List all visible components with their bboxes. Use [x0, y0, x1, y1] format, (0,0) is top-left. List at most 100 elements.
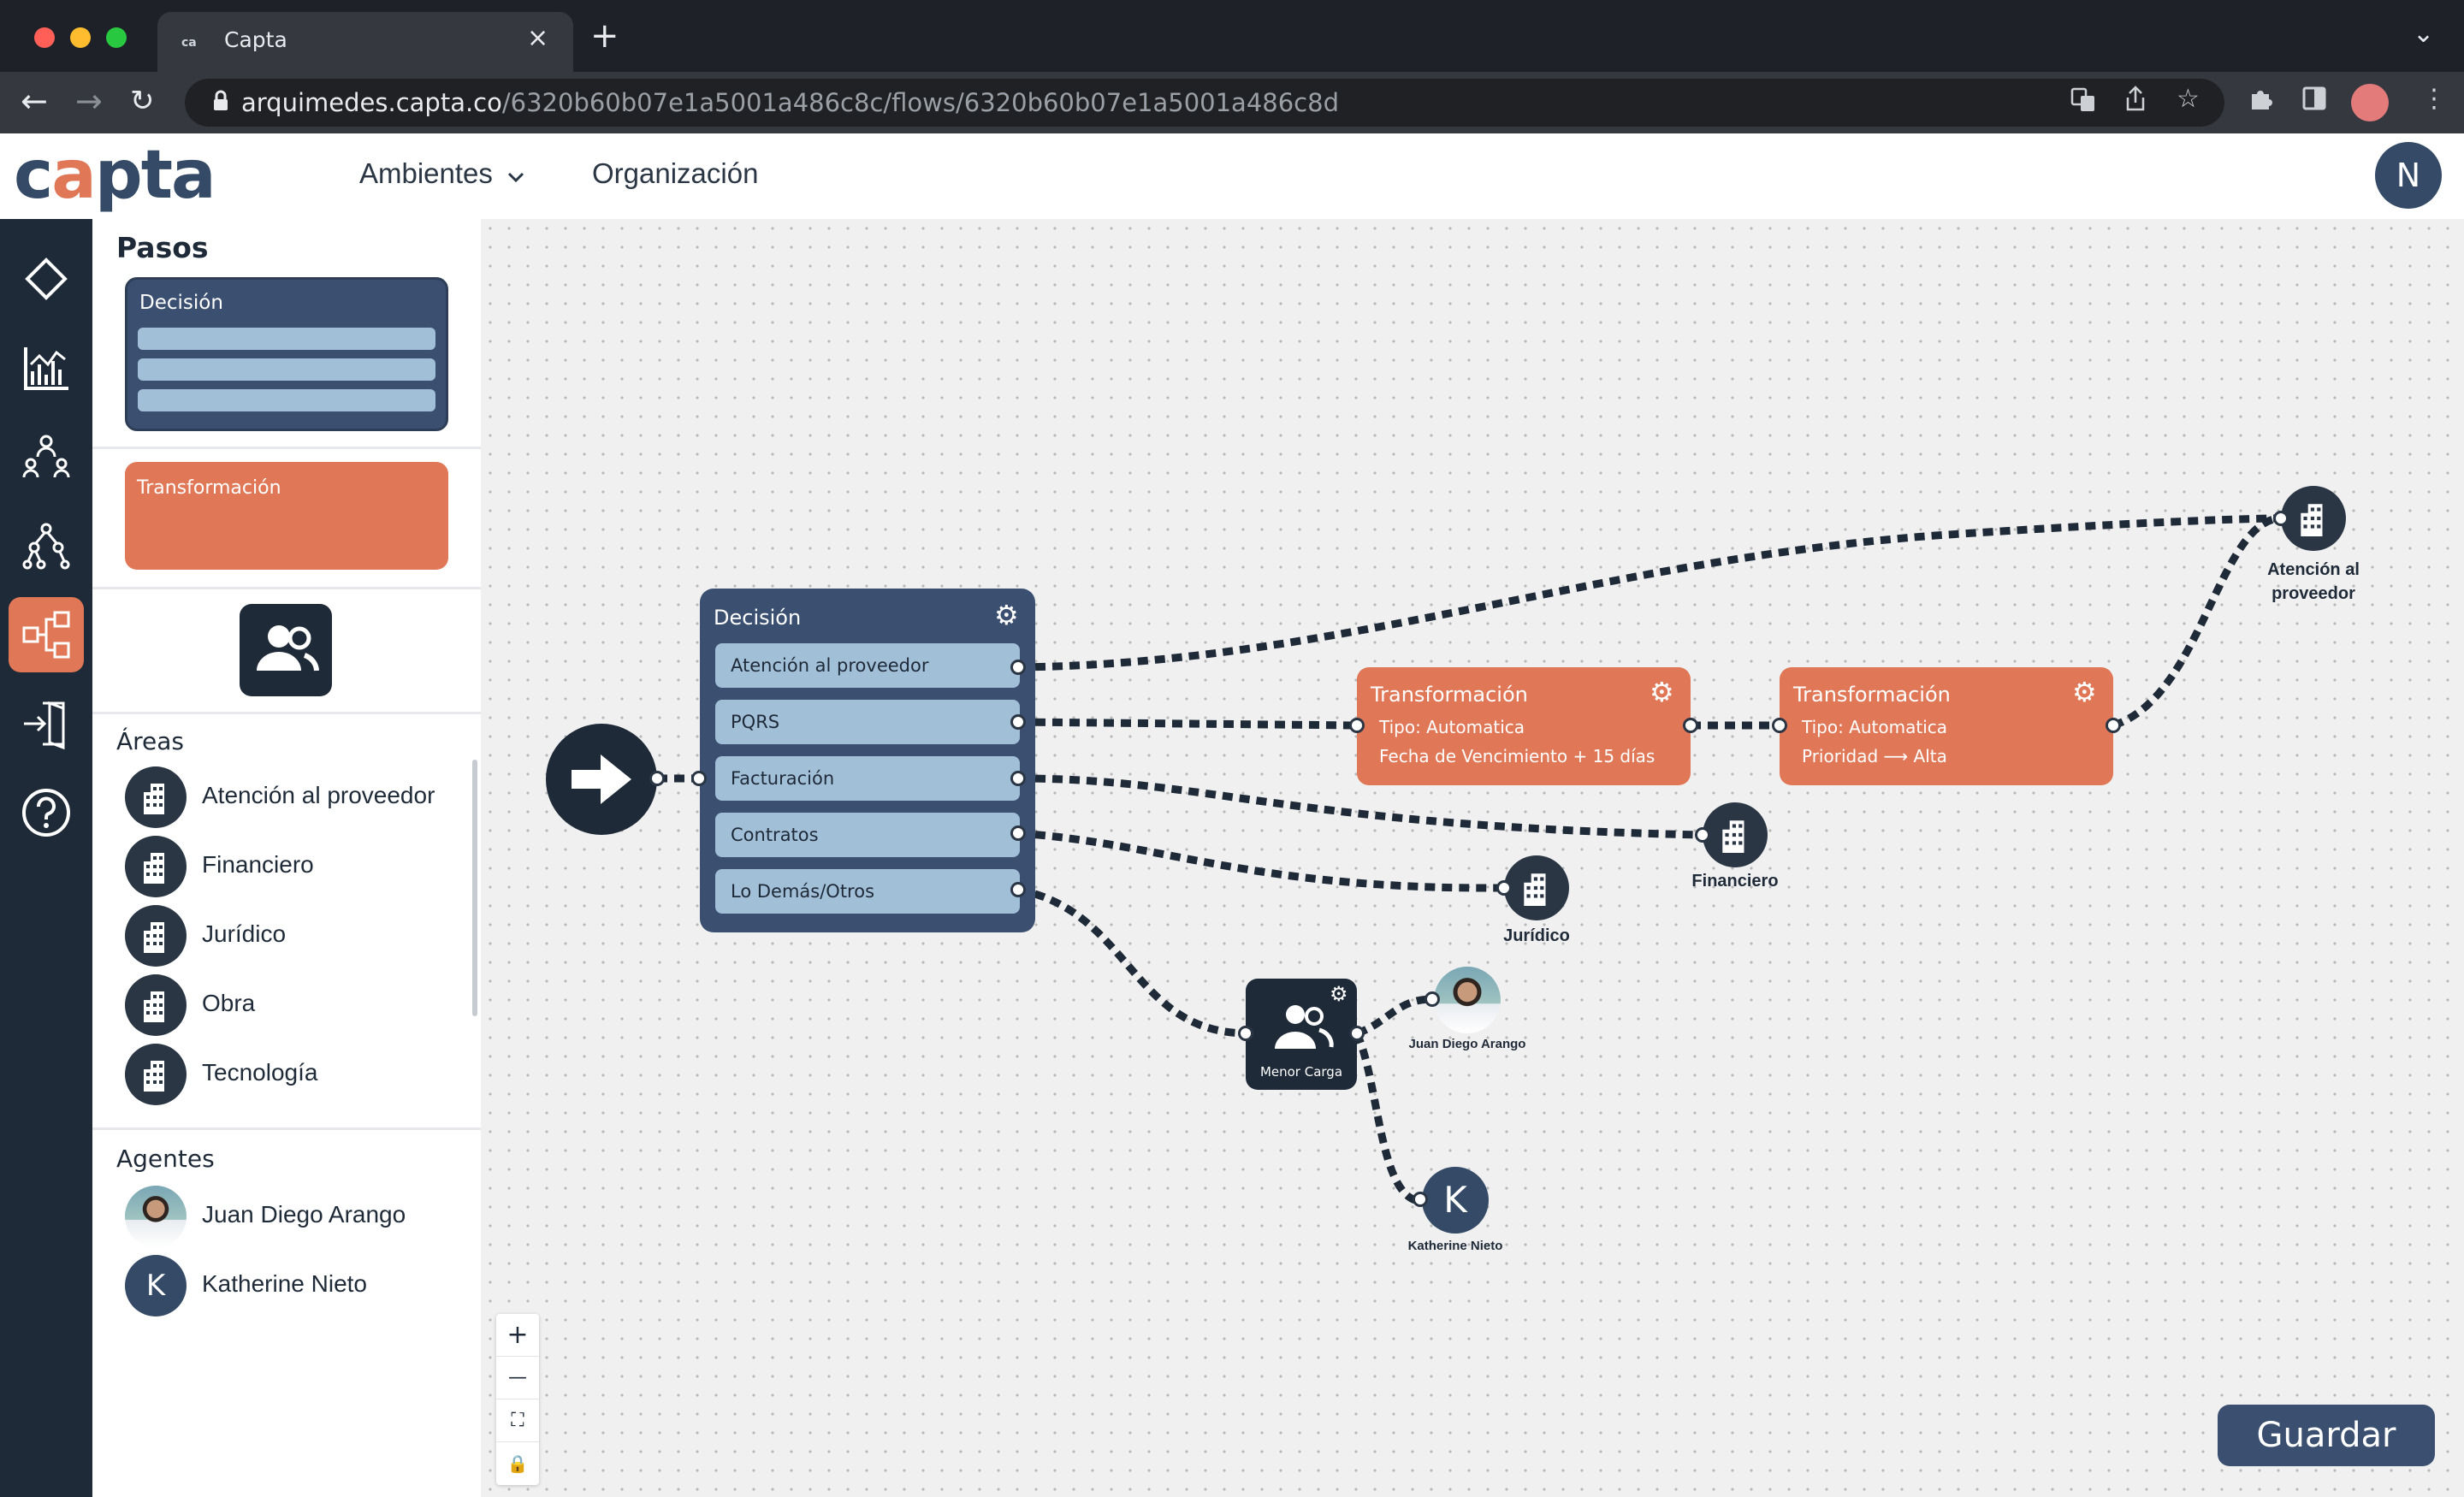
nav-ambientes-label: Ambientes [359, 157, 493, 189]
building-icon [1524, 873, 1546, 906]
close-window-button[interactable] [34, 27, 55, 48]
maximize-window-button[interactable] [106, 27, 127, 48]
rail-tag-button[interactable] [9, 241, 84, 317]
share-icon[interactable] [2123, 86, 2147, 120]
area-item-juridico[interactable]: Jurídico [125, 905, 467, 967]
start-node[interactable] [546, 724, 657, 835]
browser-profile-avatar[interactable] [2351, 84, 2389, 121]
new-tab-icon[interactable]: + [590, 16, 619, 56]
tab-list-chevron-icon[interactable]: ⌄ [2413, 19, 2435, 49]
tab-close-icon[interactable]: × [527, 23, 549, 53]
fit-view-icon[interactable]: ⛶ [496, 1399, 539, 1442]
area-item-atencion[interactable]: Atención al proveedor [125, 766, 467, 828]
extensions-puzzle-icon[interactable] [2248, 86, 2274, 118]
steps-panel: Pasos Decisión Transformación Áreas Aten… [92, 219, 481, 1497]
transform-in-port[interactable] [1349, 718, 1365, 733]
transform-out-port[interactable] [1683, 718, 1698, 733]
browser-tab-strip: ca Capta × + ⌄ [0, 0, 2464, 72]
flow-canvas[interactable]: Decisión ⚙ Atención al proveedor PQRS Fa… [481, 219, 2464, 1497]
agent-node-label: Juan Diego Arango [1408, 1037, 1526, 1051]
gear-icon[interactable]: ⚙ [1650, 676, 1674, 708]
group-out-port[interactable] [1349, 1026, 1365, 1041]
decision-out-port[interactable] [1010, 825, 1026, 841]
agent-node-juan[interactable] [1434, 967, 1501, 1033]
zoom-in-icon[interactable]: + [496, 1314, 539, 1357]
decision-template-bar [138, 328, 435, 350]
gear-icon[interactable]: ⚙ [2072, 676, 2097, 708]
group-in-port[interactable] [1238, 1026, 1253, 1041]
decision-out-port[interactable] [1010, 771, 1026, 786]
group-users-icon [1275, 1005, 1334, 1049]
browser-menu-icon[interactable]: ⋮ [2421, 84, 2447, 114]
decision-step-template[interactable]: Decisión [125, 277, 448, 431]
gear-icon[interactable]: ⚙ [994, 599, 1019, 631]
rail-logout-button[interactable] [9, 686, 84, 761]
user-avatar[interactable]: N [2375, 142, 2442, 209]
gear-icon[interactable]: ⚙ [1330, 982, 1348, 1006]
start-out-port[interactable] [649, 771, 665, 786]
area-in-port[interactable] [2273, 511, 2289, 526]
decision-node[interactable]: Decisión ⚙ Atención al proveedor PQRS Fa… [700, 589, 1035, 932]
capta-logo[interactable]: capta [14, 137, 216, 214]
rail-flows-button[interactable] [9, 597, 84, 672]
agent-initial-avatar: K [125, 1255, 187, 1317]
decision-option[interactable]: Atención al proveedor [715, 643, 1020, 688]
area-item-tecnologia[interactable]: Tecnología [125, 1044, 467, 1105]
decision-in-port[interactable] [691, 771, 707, 786]
agent-label: Juan Diego Arango [202, 1201, 406, 1228]
area-node-financiero[interactable] [1703, 802, 1768, 867]
decision-option[interactable]: PQRS [715, 700, 1020, 744]
decision-option[interactable]: Contratos [715, 813, 1020, 857]
rail-help-button[interactable] [9, 775, 84, 850]
address-bar[interactable]: arquimedes.capta.co/6320b60b07e1a5001a48… [185, 79, 2224, 127]
transform-step-template[interactable]: Transformación [125, 462, 448, 570]
agent-in-port[interactable] [1424, 991, 1440, 1007]
bookmark-star-icon[interactable]: ☆ [2177, 84, 2200, 114]
panel-scrollbar[interactable] [472, 760, 477, 1016]
area-node-atencion[interactable] [2281, 486, 2346, 551]
agent-in-port[interactable] [1413, 1192, 1428, 1207]
transform-out-port[interactable] [2106, 718, 2121, 733]
translate-icon[interactable] [2070, 87, 2096, 120]
nav-ambientes[interactable]: Ambientes [359, 157, 524, 190]
flow-edges [657, 514, 2279, 1205]
group-step-template[interactable] [240, 604, 332, 696]
agent-node-katherine[interactable]: K [1422, 1167, 1489, 1234]
zoom-out-icon[interactable]: — [496, 1357, 539, 1399]
browser-tab[interactable]: ca Capta × [157, 12, 573, 72]
decision-out-port[interactable] [1010, 660, 1026, 675]
rail-hierarchy-button[interactable] [9, 508, 84, 583]
side-panel-icon[interactable] [2301, 86, 2327, 118]
lock-icon[interactable]: 🔒 [506, 1453, 529, 1474]
transform-node[interactable]: Transformación ⚙ Tipo: Automatica Priori… [1780, 667, 2113, 785]
forward-arrow-icon[interactable]: → [75, 82, 103, 120]
rail-people-button[interactable] [9, 419, 84, 494]
save-button[interactable]: Guardar [2218, 1405, 2435, 1466]
decision-option[interactable]: Facturación [715, 756, 1020, 801]
area-item-obra[interactable]: Obra [125, 974, 467, 1036]
panel-divider [92, 587, 481, 589]
agent-item-juan[interactable]: Juan Diego Arango [125, 1186, 467, 1247]
decision-out-port[interactable] [1010, 714, 1026, 730]
area-in-port[interactable] [1496, 880, 1512, 896]
transform-in-port[interactable] [1772, 718, 1787, 733]
decision-out-port[interactable] [1010, 882, 1026, 897]
group-node[interactable]: ⚙ Menor Carga [1246, 979, 1357, 1090]
minimize-window-button[interactable] [70, 27, 91, 48]
nav-organizacion[interactable]: Organización [592, 157, 759, 189]
rail-chart-button[interactable] [9, 330, 84, 405]
area-in-port[interactable] [1695, 827, 1710, 843]
reload-icon[interactable]: ↻ [130, 84, 155, 118]
building-icon [125, 766, 187, 828]
decision-option[interactable]: Lo Demás/Otros [715, 869, 1020, 914]
building-icon [125, 836, 187, 897]
agent-item-katherine[interactable]: K Katherine Nieto [125, 1255, 467, 1317]
tag-icon [25, 257, 68, 300]
back-arrow-icon[interactable]: ← [21, 82, 48, 120]
transform-node-line: Prioridad ⟶ Alta [1802, 746, 1947, 766]
decision-template-bar [138, 358, 435, 381]
area-item-financiero[interactable]: Financiero [125, 836, 467, 897]
area-node-juridico[interactable] [1504, 855, 1569, 920]
decision-template-label: Decisión [139, 292, 223, 314]
transform-node[interactable]: Transformación ⚙ Tipo: Automatica Fecha … [1357, 667, 1691, 785]
